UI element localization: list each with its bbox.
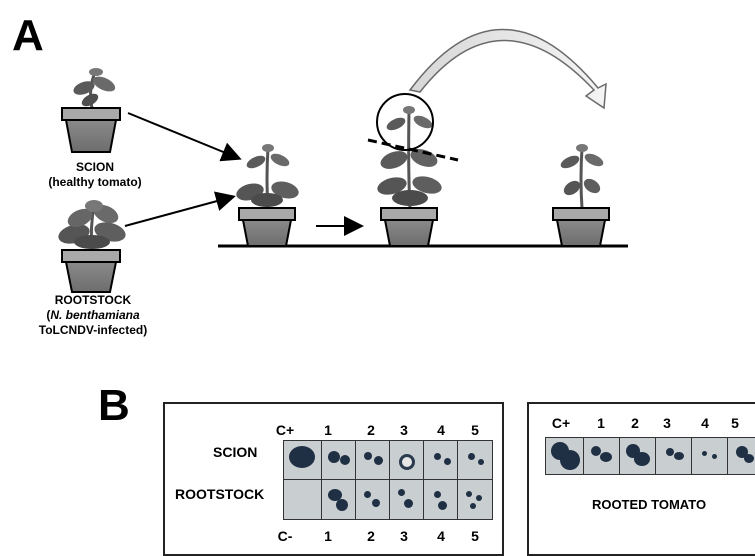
left-blot-membrane [283, 440, 493, 520]
rootstock-species: N. benthamiana [50, 308, 140, 322]
scion-pot-icon [61, 68, 121, 153]
left-top-label-1: 1 [324, 422, 332, 438]
rootstock-description: ToLCNDV-infected) [38, 323, 148, 337]
left-top-label-3: 3 [400, 422, 408, 438]
scion-title: SCION [75, 160, 114, 174]
right-label-3: 3 [663, 415, 671, 431]
left-bottom-label-1: 1 [324, 528, 332, 544]
left-bottom-label-5: 5 [471, 528, 479, 544]
left-bottom-label-c-minus: C- [277, 528, 293, 544]
scion-description: (healthy tomato) [48, 175, 142, 189]
row-label-rootstock: ROOTSTOCK [175, 486, 265, 502]
right-label-4: 4 [701, 415, 709, 431]
scion-rootstock-blot-panel: C+ 1 2 3 4 5 SCION ROOTSTOCK C [163, 402, 504, 556]
scion-label: SCION (healthy tomato) [40, 160, 150, 190]
cut-dashed-line [367, 138, 459, 162]
right-label-c-plus: C+ [551, 415, 571, 431]
left-top-label-2: 2 [367, 422, 375, 438]
right-label-1: 1 [597, 415, 605, 431]
right-label-5: 5 [731, 415, 739, 431]
rootstock-pot-icon [58, 200, 126, 293]
rootstock-species-line: (N. benthamiana [46, 308, 140, 322]
rooted-tomato-caption: ROOTED TOMATO [591, 497, 707, 512]
left-bottom-label-3: 3 [400, 528, 408, 544]
transfer-curved-arrow [408, 28, 607, 110]
right-label-2: 2 [631, 415, 639, 431]
rootstock-label: ROOTSTOCK (N. benthamiana ToLCNDV-infect… [28, 293, 158, 338]
panel-a-letter: A [12, 11, 44, 60]
scion-highlight-circle [376, 93, 434, 151]
left-bottom-label-4: 4 [437, 528, 445, 544]
left-bottom-label-2: 2 [367, 528, 375, 544]
grafted-plant-icon [236, 144, 299, 247]
right-blot-membrane [545, 437, 755, 475]
row-label-scion: SCION [213, 444, 258, 460]
left-top-label-c-plus: C+ [275, 422, 295, 438]
left-top-label-4: 4 [437, 422, 445, 438]
rootstock-title: ROOTSTOCK [54, 293, 132, 307]
arrow-scion-to-graft [127, 112, 242, 162]
rooted-plant-icon [552, 144, 610, 247]
grafting-diagram [58, 28, 628, 293]
left-top-label-5: 5 [471, 422, 479, 438]
rooted-tomato-blot-panel: C+ 1 2 3 4 5 ROOTED TOMATO [527, 402, 755, 556]
cut-plant-icon [377, 106, 442, 247]
arrow-rootstock-to-graft [124, 191, 236, 227]
panel-b-letter: B [98, 381, 130, 430]
